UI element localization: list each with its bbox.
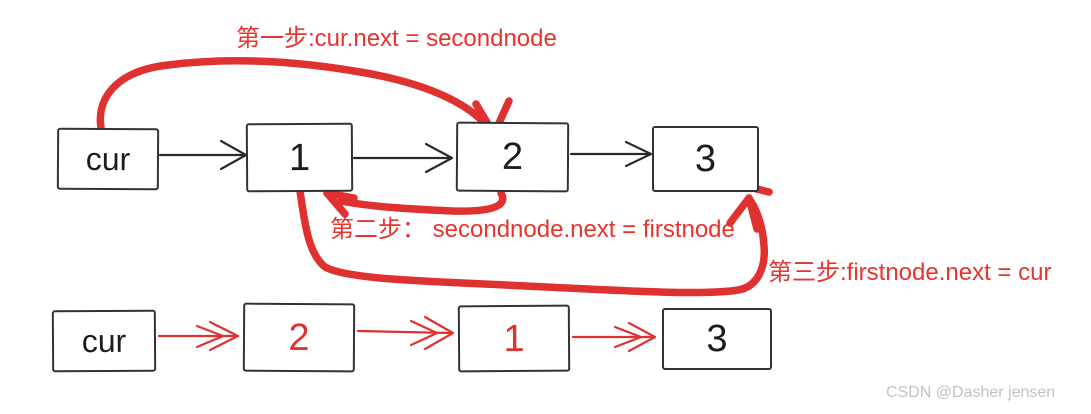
top-node-1: 1 <box>245 122 354 193</box>
arrow-cur-to-1-head <box>219 139 248 171</box>
bottom-node-3-label: 3 <box>706 318 728 360</box>
top-node-3: 3 <box>652 126 759 192</box>
step2-head-left <box>323 189 349 218</box>
top-node-cur-label: cur <box>85 140 131 178</box>
top-node-2-label: 2 <box>501 135 524 179</box>
bottom-node-2-label: 2 <box>288 316 310 359</box>
step1-label: 第一步:cur.next = secondnode <box>236 25 557 52</box>
arrow-2-to-3-head <box>624 140 653 168</box>
bottom-node-2: 2 <box>242 302 356 373</box>
step2-curve <box>337 189 507 215</box>
arrow-1-to-3-red-head <box>627 321 657 353</box>
arrow-1-to-3-red-head2 <box>613 325 643 349</box>
top-node-2: 2 <box>455 121 570 193</box>
arrow-cur-to-2-red-head2 <box>195 324 225 349</box>
step3-head-right <box>745 194 761 233</box>
bottom-node-3: 3 <box>662 308 772 370</box>
bottom-node-1-label: 1 <box>503 317 525 360</box>
arrow-1-to-2-head <box>424 142 454 174</box>
step2-label: 第二步： secondnode.next = firstnode <box>330 216 735 243</box>
top-node-cur: cur <box>56 127 160 191</box>
bottom-node-cur-label: cur <box>81 322 127 360</box>
top-row-black-arrows <box>158 139 653 174</box>
bottom-node-cur: cur <box>51 309 157 373</box>
watermark-text: CSDN @Dasher jensen <box>886 384 1056 401</box>
step3-label: 第三步:firstnode.next = cur <box>768 259 1052 286</box>
arrow-2-to-1-red-head2 <box>409 319 439 347</box>
bottom-node-1: 1 <box>457 304 571 373</box>
arrow-2-to-1-red-head <box>423 315 455 351</box>
bottom-row-red-arrows <box>157 315 657 353</box>
top-node-3-label: 3 <box>694 138 717 180</box>
top-node-1-label: 1 <box>288 136 311 179</box>
step2-head-right <box>323 189 358 202</box>
arrow-2-to-1-red <box>356 329 452 335</box>
arrow-cur-to-2-red-head <box>208 320 240 352</box>
